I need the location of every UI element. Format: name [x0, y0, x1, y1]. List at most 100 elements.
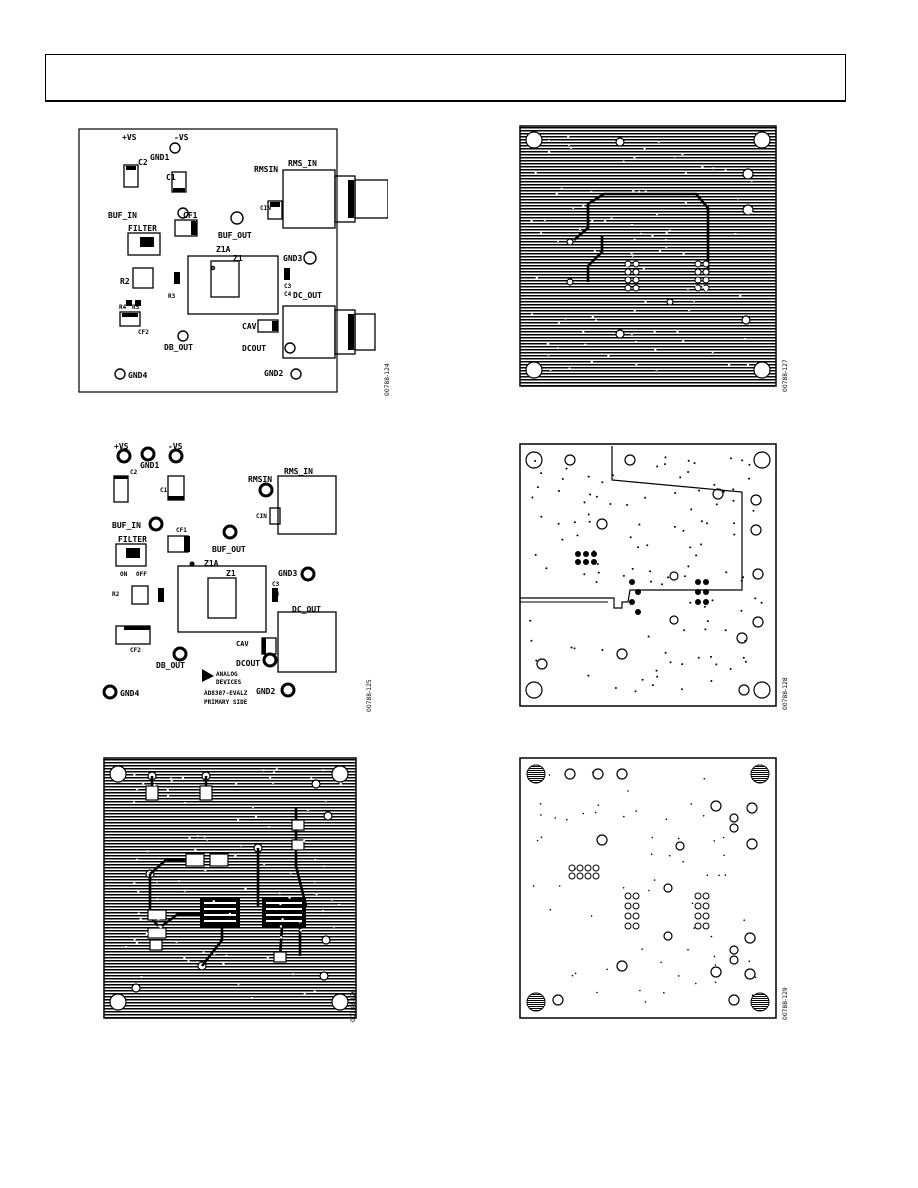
figure-silkscreen-assembly: +VS -VS GND1 C2 C1 RMSIN RMS_IN CIN BUF_…: [96, 436, 386, 716]
via-dot: [303, 992, 306, 995]
via-dot: [639, 989, 641, 992]
figure-silkscreen-top: +VS -VS GND1 C2 C1 BUF_IN CF1 BUF_OUT FI…: [78, 128, 391, 396]
via-dot: [183, 956, 186, 959]
label-z1a: Z1A: [216, 245, 231, 254]
via-dot: [687, 471, 690, 473]
via-dot: [748, 960, 751, 962]
via-dot: [673, 155, 676, 158]
via-dot: [338, 903, 341, 907]
via-dot: [564, 317, 567, 320]
via-dot: [639, 232, 643, 236]
via-dot: [548, 150, 551, 154]
via-dot: [724, 169, 727, 172]
via-dot: [595, 581, 598, 583]
via-dot: [556, 239, 560, 242]
label-c2: C2: [138, 158, 148, 167]
via-dot: [272, 771, 276, 774]
via-dot: [690, 803, 692, 805]
figure-id: 00788-125: [366, 679, 373, 712]
via-dot: [687, 308, 691, 312]
via-dot: [567, 143, 571, 146]
via-dot: [656, 465, 659, 468]
via-dot: [334, 768, 338, 771]
via-dot: [281, 918, 284, 921]
via-dot: [681, 152, 684, 156]
via-dot: [135, 787, 139, 791]
via-dot: [622, 574, 625, 577]
via-dot: [299, 929, 302, 932]
via-dot: [711, 599, 714, 602]
via-dot: [724, 874, 727, 876]
via-dot: [235, 782, 238, 785]
via-dot: [175, 940, 178, 943]
via-dot: [597, 571, 600, 574]
via-dot: [711, 350, 714, 354]
via-dot: [530, 639, 533, 642]
via-dot: [549, 368, 552, 371]
via-dot: [554, 817, 556, 819]
via-dot: [681, 688, 683, 691]
via-dot: [555, 192, 558, 195]
via-dot: [289, 871, 292, 874]
label-cf2: CF2: [138, 329, 149, 336]
via-dot: [665, 245, 668, 248]
figure-id: 00788-124: [384, 363, 391, 396]
via-dot: [177, 880, 181, 883]
via-dot: [713, 955, 716, 958]
via-dot: [727, 363, 731, 366]
via-dot: [548, 774, 551, 776]
via-dot: [704, 628, 707, 631]
via-dot: [630, 223, 634, 227]
logo-text-analog: ANALOG: [216, 671, 238, 678]
via-dot: [254, 815, 258, 818]
via-dot: [644, 1001, 647, 1003]
via-dot: [714, 964, 717, 966]
label-c4: C4: [272, 591, 280, 598]
via-dot: [135, 941, 139, 944]
label-vs-pos: +VS: [114, 442, 129, 451]
via-dot: [202, 951, 205, 954]
via-dot: [622, 887, 625, 889]
via-dot: [752, 509, 755, 512]
via-dot: [584, 343, 587, 346]
label-board-name: AD8307-EVALZ: [204, 690, 248, 697]
via-dot: [137, 912, 140, 915]
via-dot: [704, 288, 708, 292]
via-dot: [710, 655, 712, 658]
label-on: ON: [120, 571, 128, 578]
via-dot: [228, 912, 232, 916]
via-dot: [531, 496, 534, 499]
via-dot: [746, 363, 750, 367]
via-dot: [754, 976, 757, 979]
label-gnd2: GND2: [256, 687, 275, 696]
label-buf-out: BUF_OUT: [212, 545, 246, 554]
via-dot: [547, 139, 551, 143]
via-dot: [641, 948, 643, 950]
via-dot: [682, 252, 685, 255]
via-dot: [595, 495, 598, 498]
via-dot: [266, 956, 269, 959]
via-dot: [658, 249, 662, 253]
via-dot: [271, 781, 275, 784]
via-dot: [695, 982, 697, 985]
via-dot: [724, 629, 727, 632]
label-c3: C3: [284, 283, 292, 290]
via-dot: [657, 140, 660, 143]
label-cf1: CF1: [176, 527, 187, 534]
via-dot: [665, 818, 668, 820]
via-dot: [534, 171, 537, 174]
label-db-out: DB_OUT: [156, 661, 185, 670]
label-vs-neg: -VS: [168, 442, 183, 451]
via-dot: [330, 898, 333, 901]
via-dot: [612, 474, 614, 477]
via-dot: [539, 803, 542, 805]
label-r2: R2: [112, 591, 120, 598]
via-dot: [139, 918, 142, 921]
via-dot: [212, 900, 215, 903]
via-dot: [633, 309, 636, 312]
via-dot: [733, 522, 735, 525]
via-dot: [691, 902, 694, 904]
via-dot: [722, 490, 725, 493]
via-dot: [279, 936, 283, 939]
via-dot: [689, 546, 692, 549]
